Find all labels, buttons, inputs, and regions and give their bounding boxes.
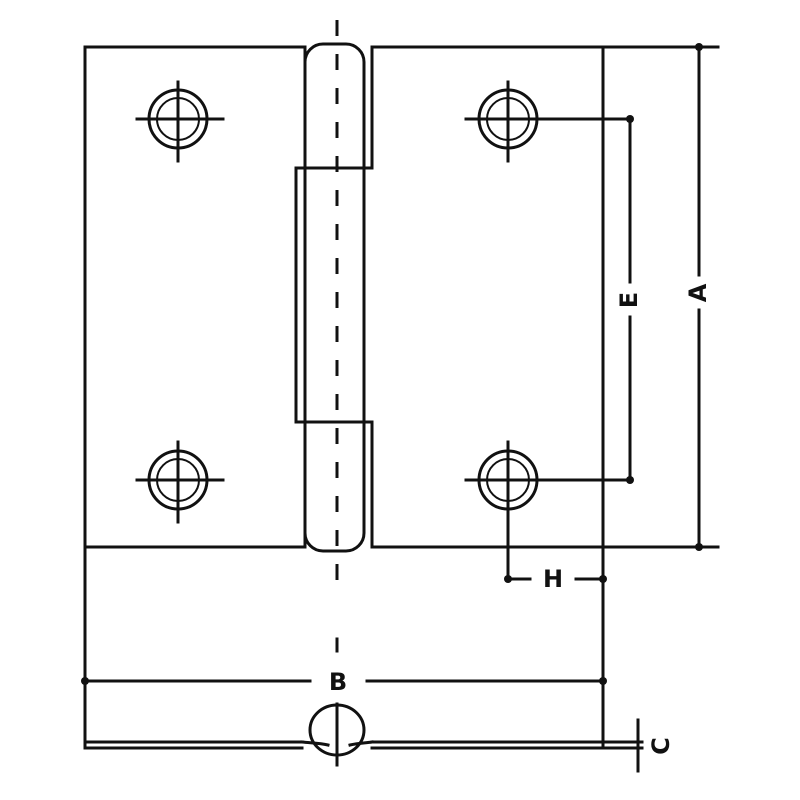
bottom-left-screw-hole-icon [135,440,225,524]
dimension-h: H [504,478,607,593]
top-left-screw-hole-icon [135,80,225,163]
side-view [83,545,605,767]
top-right-screw-hole-icon [464,80,551,163]
dimension-a: A [601,43,720,551]
screw-holes [135,80,551,524]
dimension-e: E [506,115,643,484]
dimension-h-label: H [543,565,563,593]
dimension-c-label: C [647,737,675,755]
dimension-b: B [81,637,607,696]
dimension-a-label: A [684,283,712,302]
dimension-c: C [601,718,675,773]
hinge-plates [83,45,605,549]
dimension-b-label: B [329,668,347,696]
hinge-knuckle [294,20,366,585]
right-leaf-outline [362,45,605,549]
dimension-e-label: E [615,292,643,308]
hinge-pin-body [303,42,366,553]
left-leaf-outline [83,45,307,549]
